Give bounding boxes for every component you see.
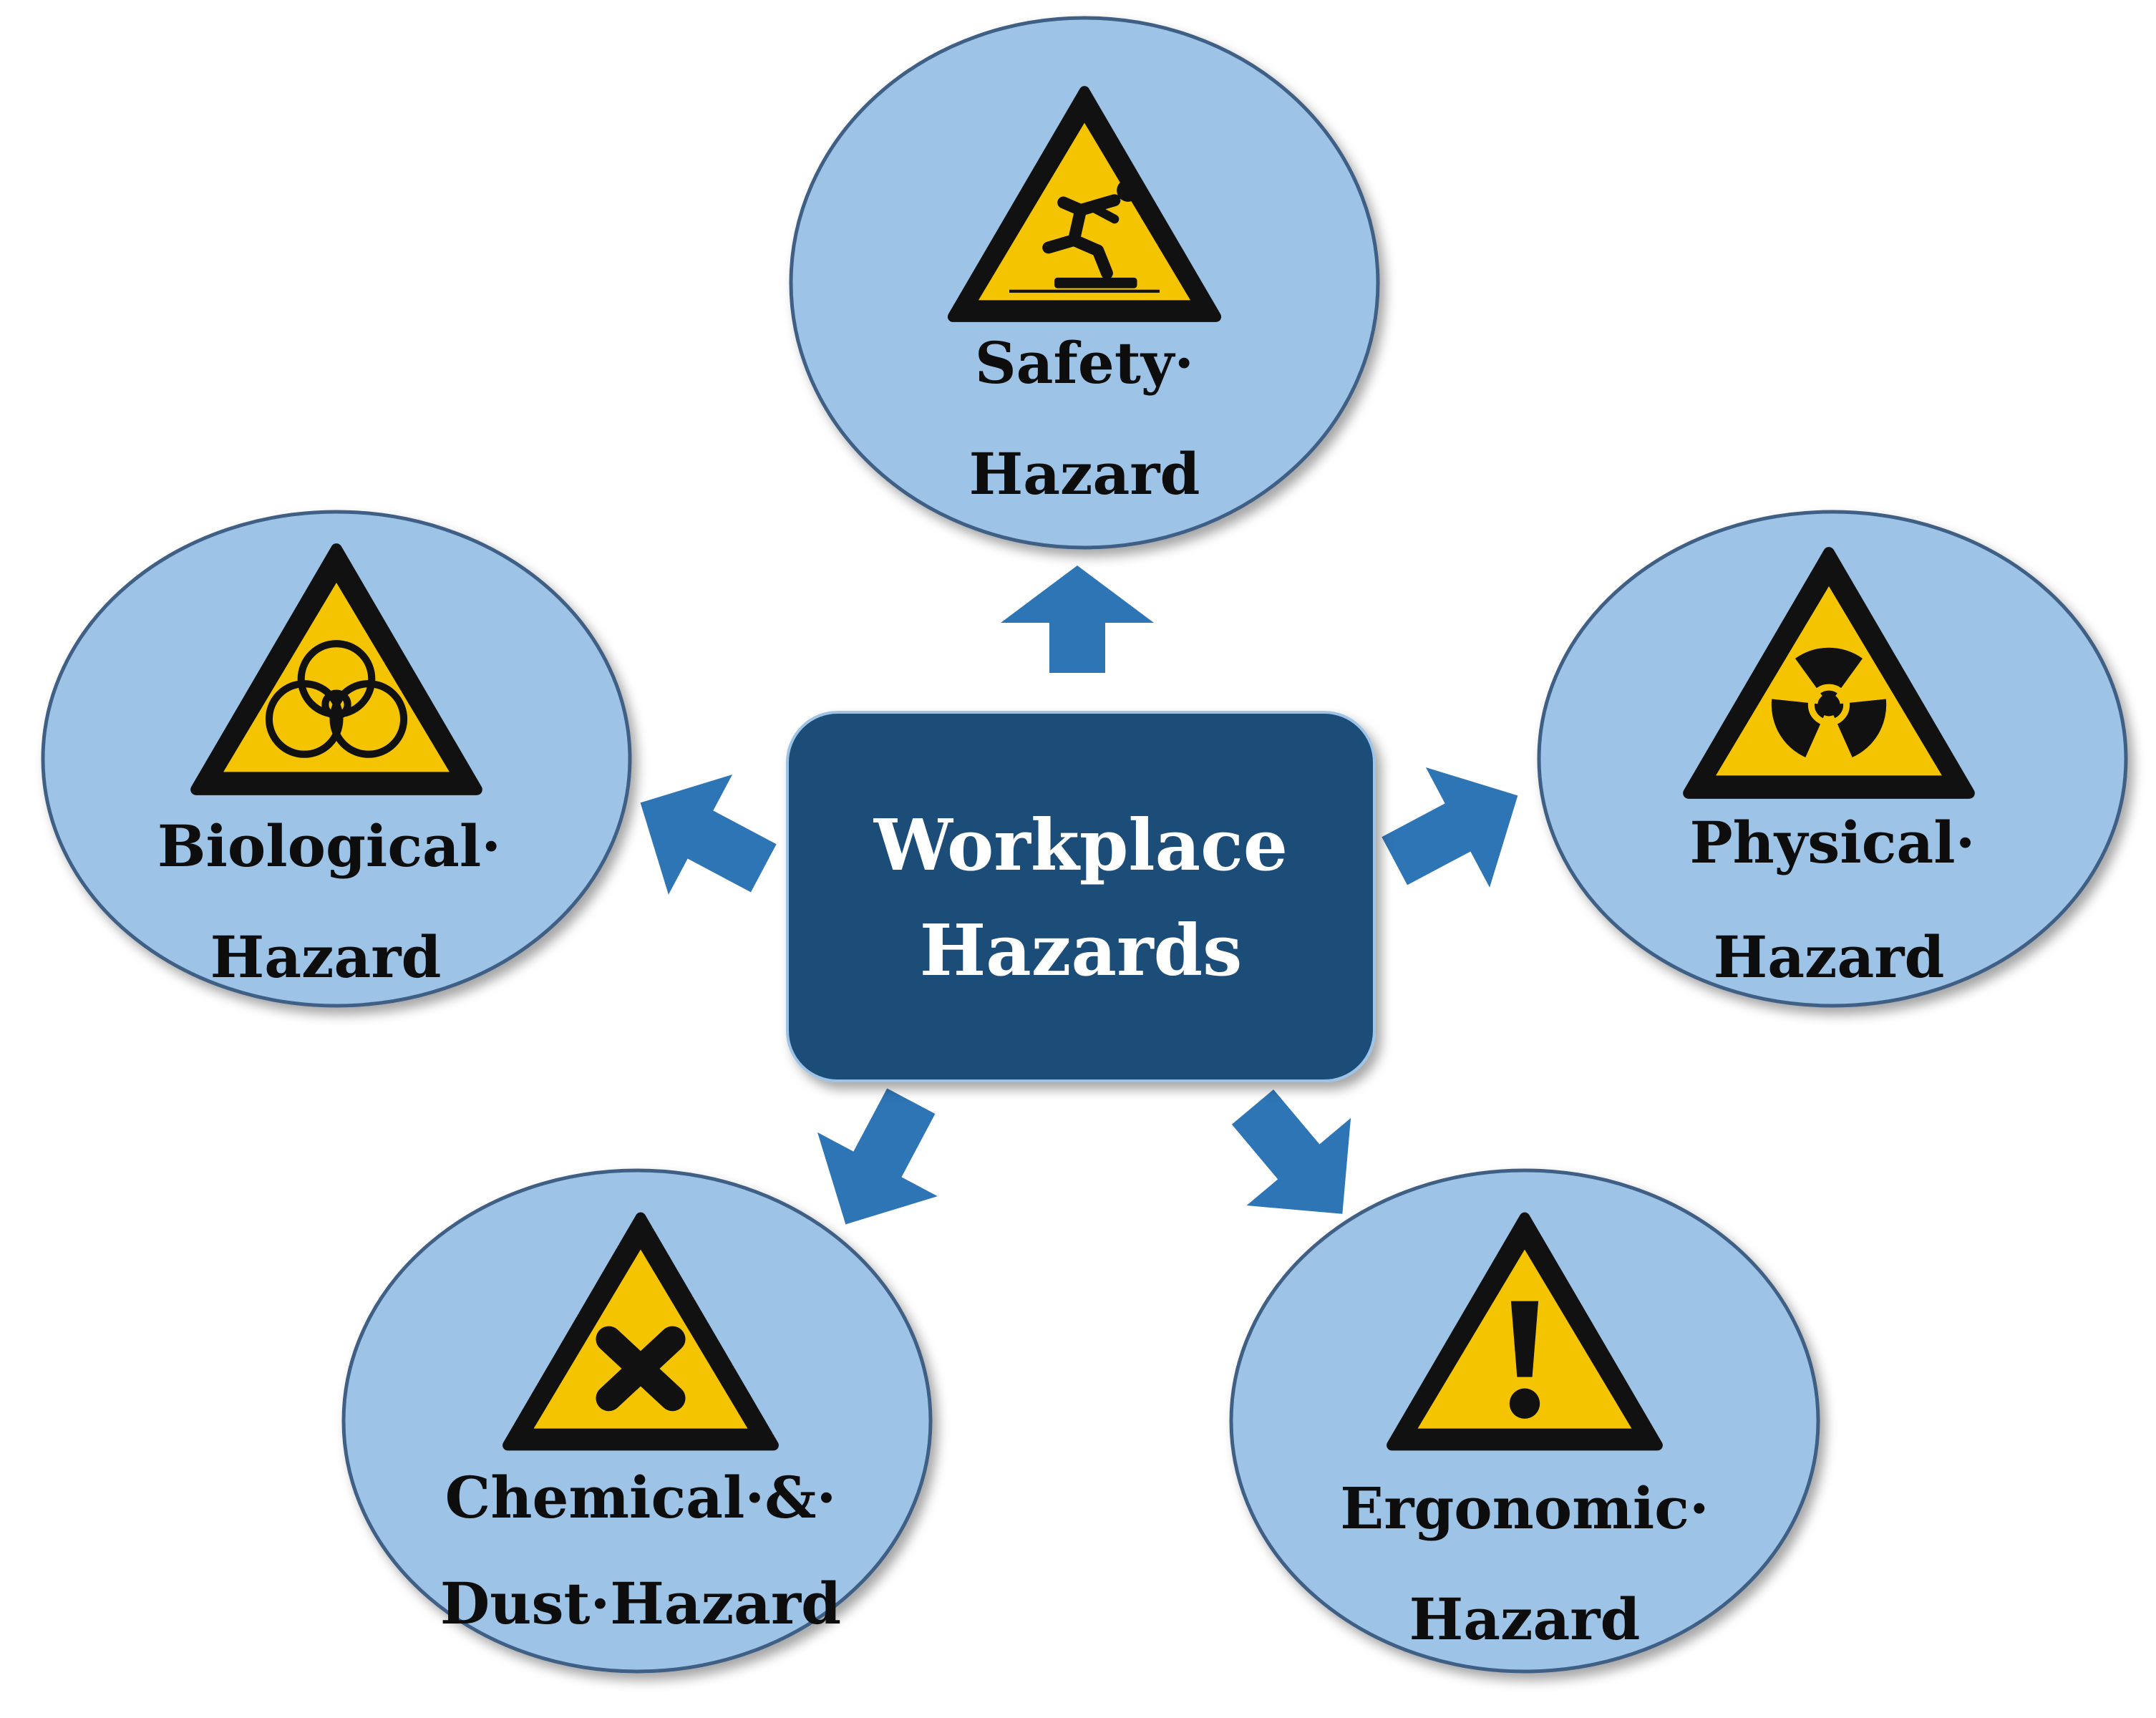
biological-label-line1: Biological· — [157, 812, 501, 880]
safety-hazard-node: Safety· Hazard — [789, 16, 1380, 550]
arrow-to-physical — [1382, 767, 1518, 888]
ergonomic-label-line1: Ergonomic· — [1340, 1475, 1709, 1542]
center-title-line2: Hazards — [920, 910, 1243, 992]
ergonomic-hazard-node: Ergonomic· Hazard — [1229, 1168, 1820, 1674]
physical-label-line2: Hazard — [1714, 923, 1945, 991]
chemical-label-line1: Chemical·&· — [445, 1464, 837, 1531]
arrow-to-ergonomic — [1231, 1089, 1351, 1214]
safety-label-line1: Safety· — [975, 329, 1194, 397]
ergonomic-label-line2: Hazard — [1409, 1586, 1641, 1653]
slip-trip-warning-icon — [953, 92, 1216, 317]
center-node — [786, 711, 1376, 1082]
radiation-warning-icon — [1689, 553, 1969, 793]
biological-label-line2: Hazard — [210, 923, 442, 991]
biohazard-warning-icon — [196, 549, 477, 790]
biological-hazard-node: Biological· Hazard — [41, 510, 632, 1008]
physical-label-line1: Physical· — [1689, 809, 1975, 876]
chemical-hazard-node: Chemical·&· Dust·Hazard — [341, 1168, 933, 1674]
harmful-cross-warning-icon — [508, 1218, 774, 1445]
chemical-label-line2: Dust·Hazard — [440, 1570, 841, 1637]
physical-hazard-node: Physical· Hazard — [1537, 510, 2128, 1008]
safety-label-line2: Hazard — [969, 440, 1200, 508]
exclamation-warning-icon — [1392, 1218, 1658, 1445]
arrow-to-safety — [1001, 566, 1154, 673]
center-title-line1: Workplace — [873, 805, 1288, 887]
arrow-to-biological — [640, 775, 777, 895]
arrows — [640, 566, 1518, 1225]
arrow-to-chemical — [817, 1088, 938, 1225]
